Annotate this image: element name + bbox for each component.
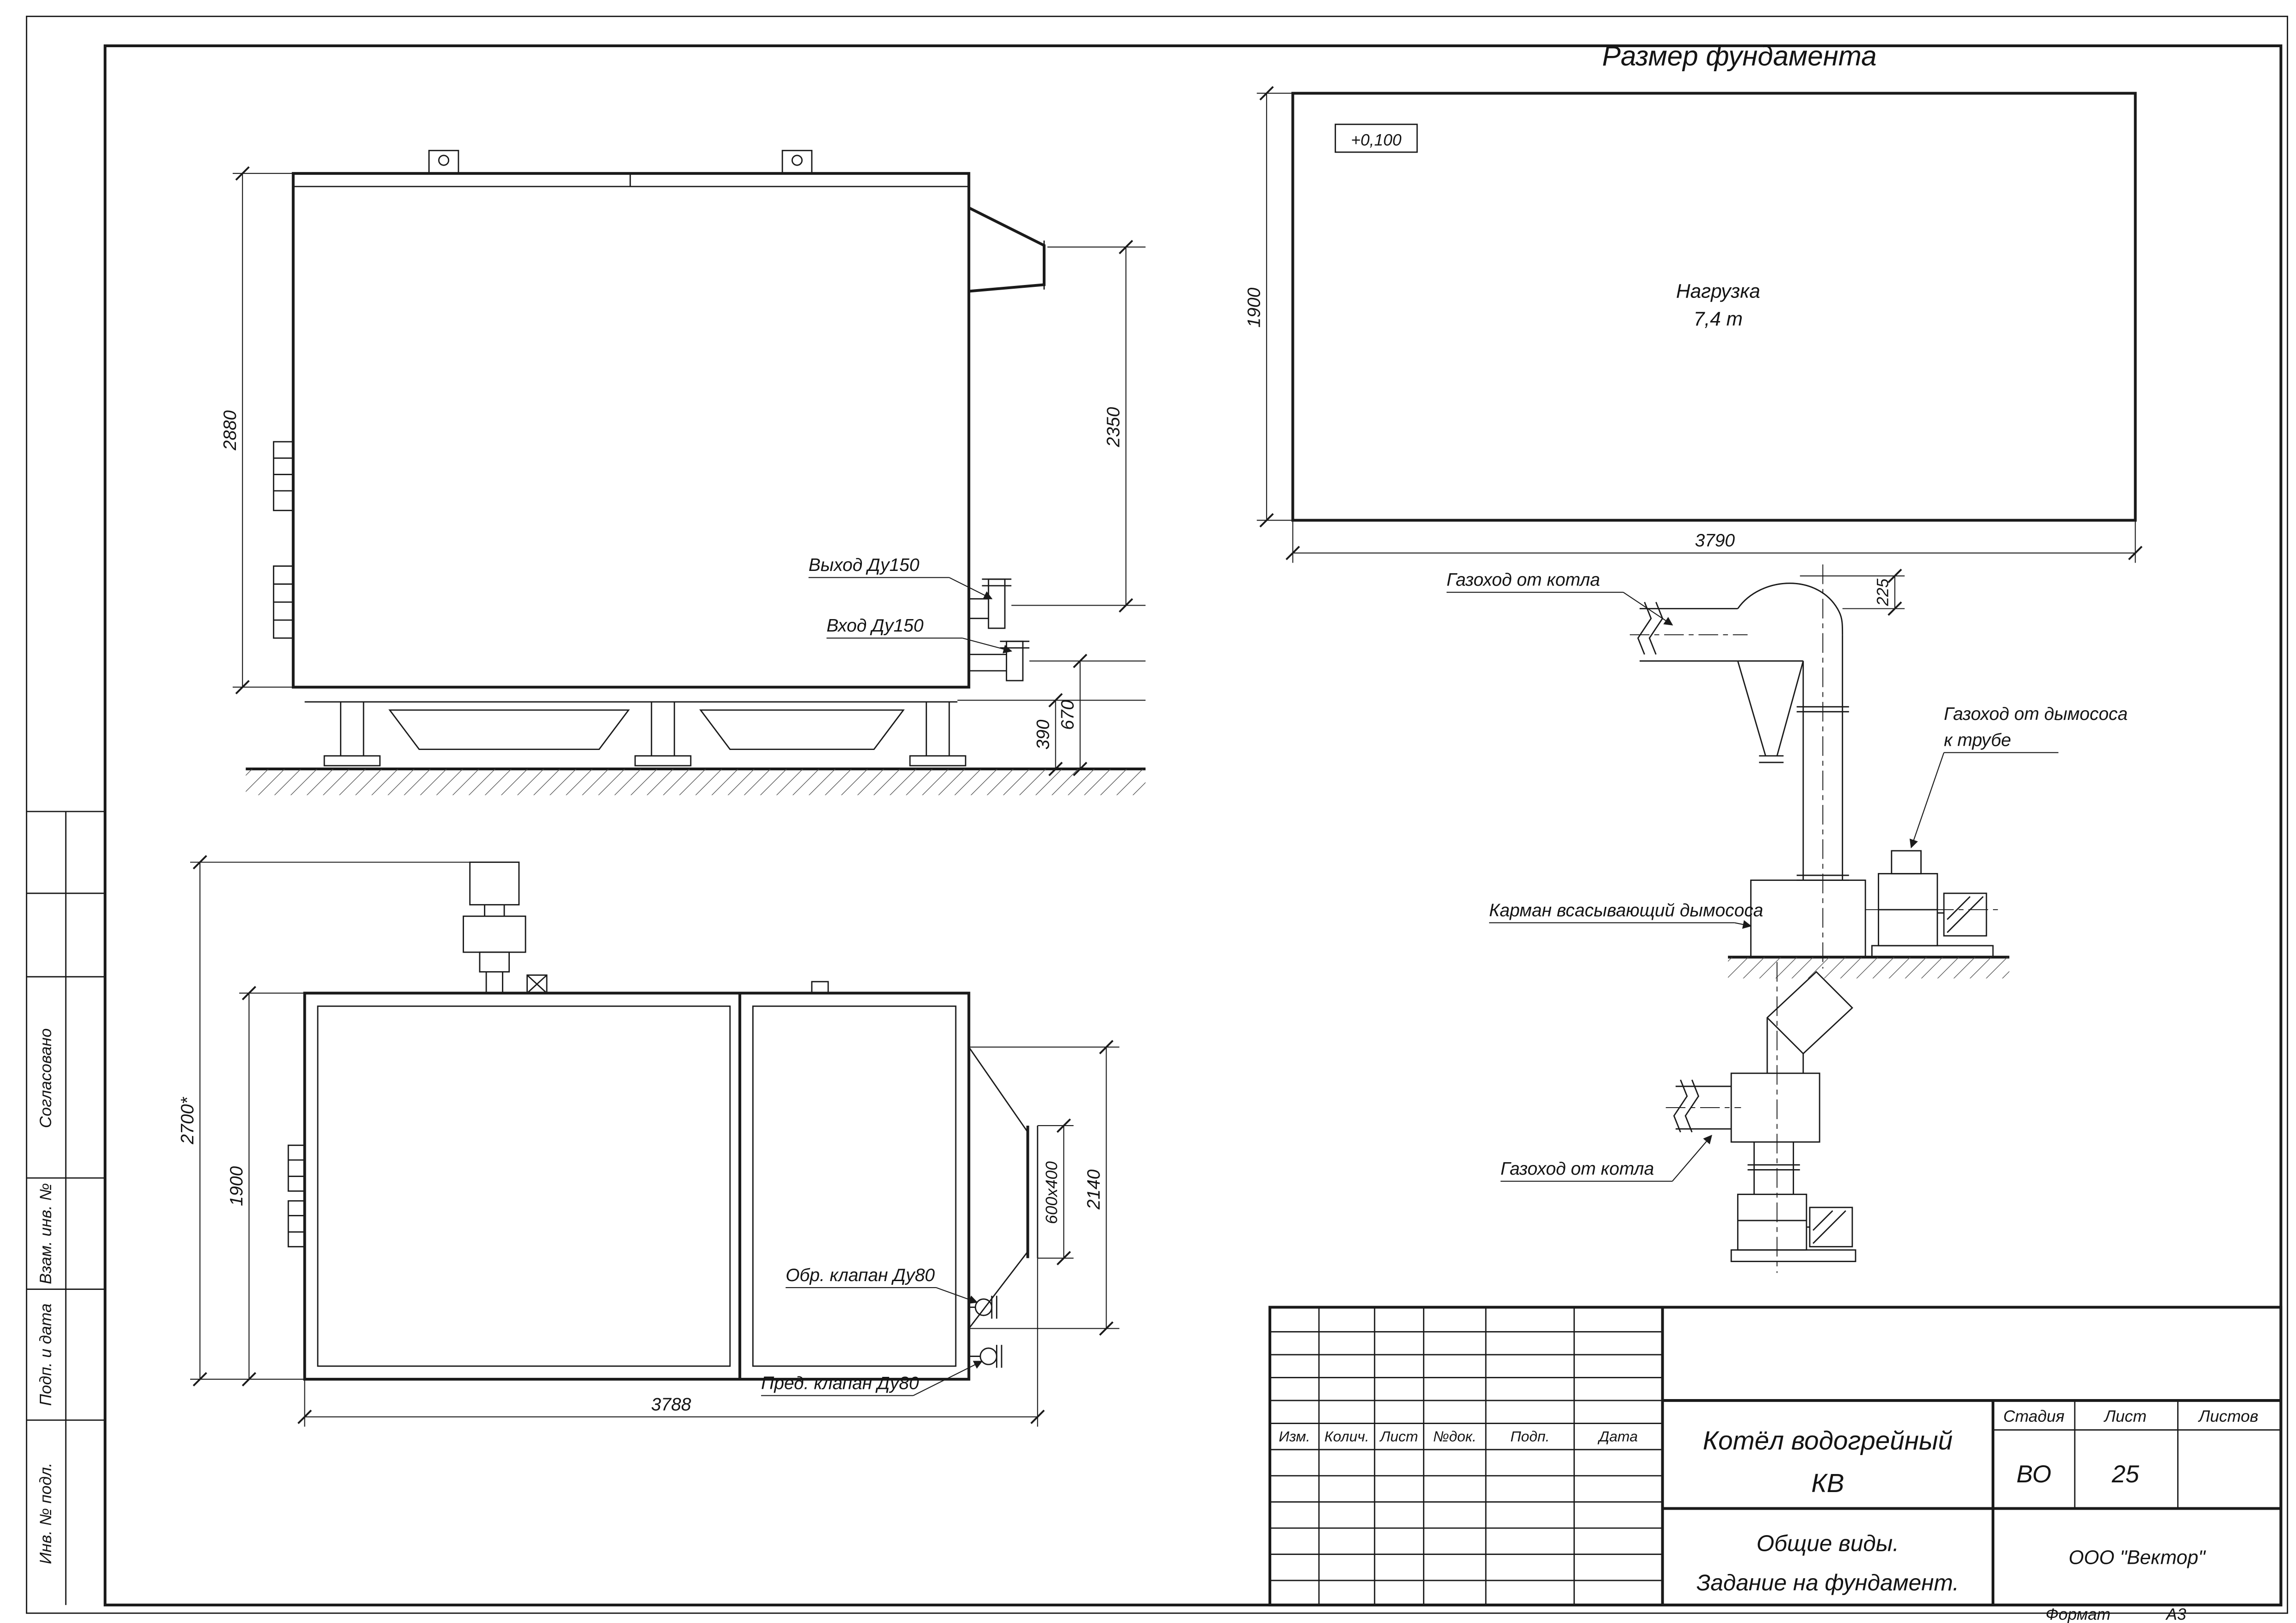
- label-to-chimney-1: Газоход от дымососа: [1944, 704, 2128, 724]
- dim-2350: 2350: [1104, 407, 1124, 447]
- foundation-title: Размер фундамента: [1602, 40, 1876, 71]
- stage-label: Стадия: [2003, 1407, 2064, 1425]
- boiler-side-view: Выход Ду150 Вход Ду150 2880 2350 670 390: [220, 149, 1146, 795]
- format-value: А3: [2165, 1605, 2186, 1623]
- label-safety-valve: Пред. клапан Ду80: [761, 1373, 919, 1393]
- format-label: Формат: [2046, 1605, 2110, 1623]
- label-check-valve: Обр. клапан Ду80: [786, 1265, 935, 1285]
- dim-1900-plan: 1900: [227, 1166, 247, 1206]
- dim-2880: 2880: [220, 410, 240, 451]
- outlet-pipe: [988, 578, 1006, 629]
- boiler-plan-view: Обр. клапан Ду80 Пред. клапан Ду80 2700*…: [178, 855, 1120, 1427]
- product-name-1: Котёл водогрейный: [1703, 1426, 1953, 1455]
- product-name-2: КВ: [1811, 1468, 1844, 1498]
- ground-hatch-duct: [1728, 957, 2010, 979]
- label-to-chimney-2: к трубе: [1944, 731, 2011, 750]
- check-valve: [975, 1298, 993, 1316]
- sheet-value: 25: [2111, 1461, 2139, 1488]
- dim-225: 225: [1874, 578, 1892, 606]
- col-list: Лист: [1379, 1428, 1418, 1444]
- gas-duct-upper-scheme: Газоход от котла 225: [1446, 564, 2128, 979]
- load-text-2: 7,4 т: [1694, 308, 1743, 330]
- dim-2140: 2140: [1084, 1169, 1104, 1210]
- dim-3790: 3790: [1695, 531, 1735, 551]
- company-name: ООО "Вектор": [2069, 1547, 2206, 1568]
- dim-670: 670: [1058, 700, 1078, 730]
- stamp-sign-date: Подп. и дата: [37, 1303, 55, 1406]
- col-podp: Подп.: [1510, 1428, 1550, 1444]
- dim-390: 390: [1034, 719, 1053, 750]
- left-margin-stamps: Согласовано Взам. инв. № Подп. и дата Ин…: [26, 811, 105, 1605]
- duct-collector-box: [1730, 1072, 1820, 1143]
- dim-3788: 3788: [651, 1394, 691, 1414]
- load-text-1: Нагрузка: [1676, 280, 1760, 302]
- col-ndok: №док.: [1433, 1428, 1477, 1444]
- elevation-mark-box: [1334, 124, 1418, 153]
- doc-name-2: Задание на фундамент.: [1696, 1570, 1959, 1595]
- smoke-exhauster-plan: [463, 861, 548, 994]
- doc-name-1: Общие виды.: [1757, 1530, 1899, 1556]
- stamp-replace-inv: Взам. инв. №: [37, 1183, 55, 1284]
- sheets-label: Листов: [2198, 1407, 2259, 1425]
- sheet-label: Лист: [2104, 1407, 2147, 1425]
- stamp-inv-orig: Инв. № подл.: [37, 1462, 55, 1564]
- stamp-agreed: Согласовано: [37, 1028, 55, 1128]
- ground-hatch: [246, 769, 1146, 795]
- foundation-slab: [1291, 92, 2137, 522]
- col-izm: Изм.: [1279, 1428, 1310, 1444]
- dim-600x400: 600х400: [1043, 1161, 1061, 1224]
- gas-duct-lower-scheme: Газоход от котла: [1501, 962, 1857, 1273]
- label-inlet-du150: Вход Ду150: [827, 616, 924, 636]
- smoke-exhauster-lower: [1730, 1194, 1857, 1262]
- label-suction-pocket: Карман всасывающий дымососа: [1489, 900, 1764, 920]
- title-block: Изм. Колич. Лист №док. Подп. Дата Котёл …: [1268, 1306, 2283, 1607]
- flue-outlet: [968, 206, 1046, 293]
- col-kolich: Колич.: [1324, 1428, 1369, 1444]
- dim-2700: 2700*: [178, 1096, 198, 1145]
- smoke-exhauster-upper: [1871, 850, 1994, 958]
- dim-1900-foundation: 1900: [1244, 287, 1264, 328]
- format-note: Формат А3: [2046, 1605, 2186, 1623]
- label-gas-duct-from-boiler-bottom: Газоход от котла: [1501, 1159, 1654, 1179]
- foundation-plan: Размер фундамента +0,100 Нагрузка 7,4 т …: [1244, 40, 2143, 563]
- boiler-body-side: [291, 172, 971, 689]
- label-gas-duct-from-boiler-top: Газоход от котла: [1447, 570, 1600, 590]
- safety-valve: [979, 1347, 997, 1365]
- sheet-frame: [25, 15, 2288, 1614]
- label-outlet-du150: Выход Ду150: [809, 555, 920, 575]
- suction-pocket: [1750, 880, 1866, 958]
- elevation-mark: +0,100: [1351, 131, 1401, 149]
- stage-value: ВО: [2017, 1461, 2051, 1488]
- col-data: Дата: [1597, 1428, 1638, 1444]
- boiler-body-plan: [303, 991, 971, 1381]
